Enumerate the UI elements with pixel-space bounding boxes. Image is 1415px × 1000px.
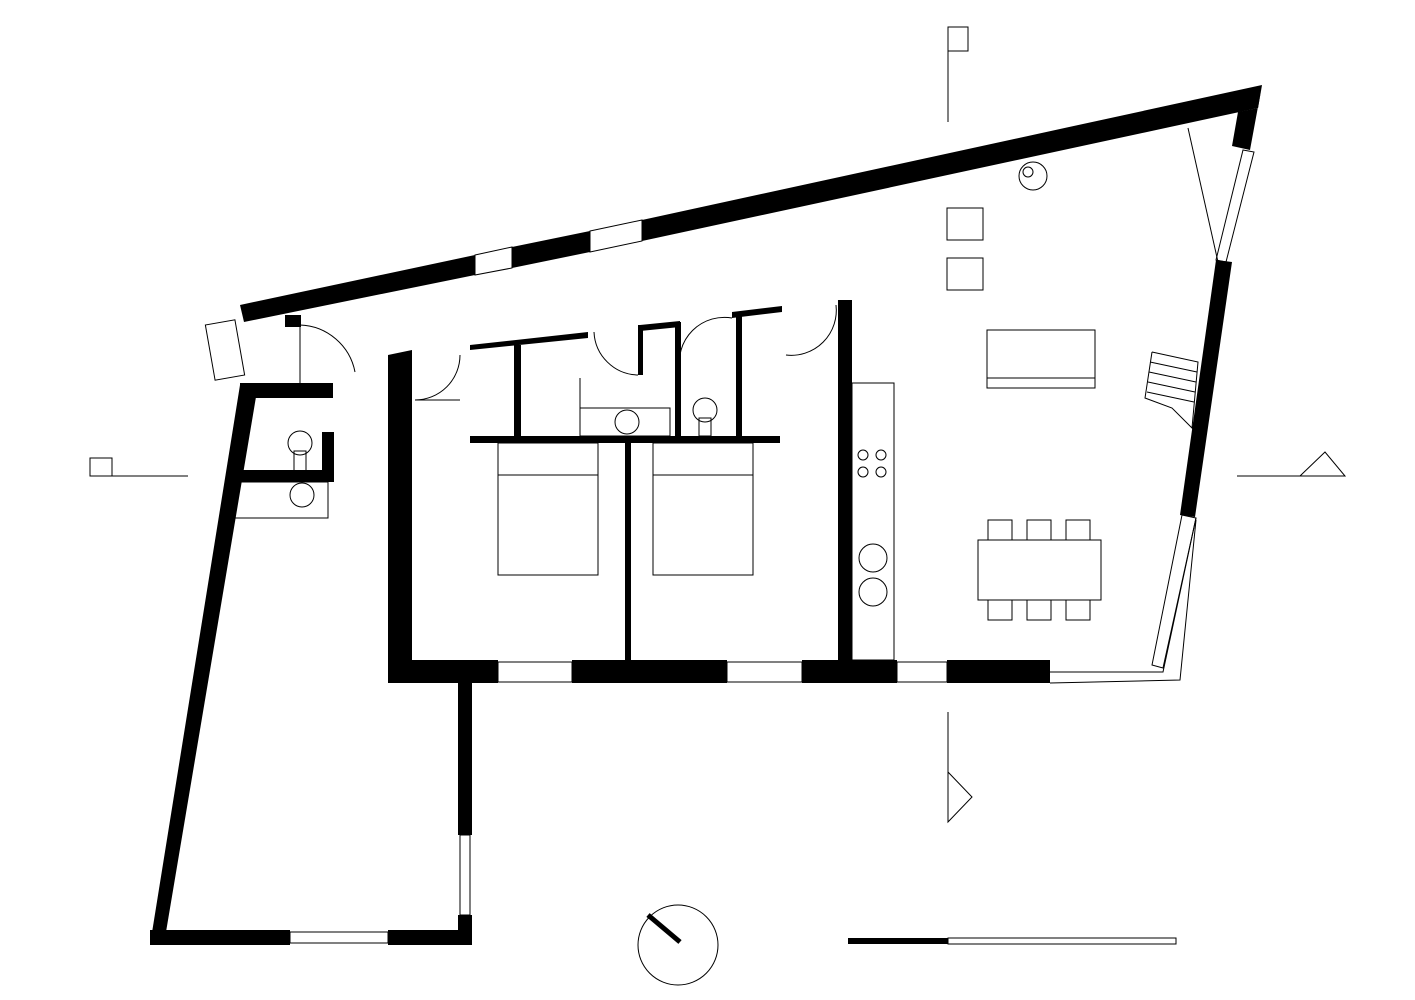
- window: [726, 661, 803, 683]
- door-swing: [678, 316, 733, 371]
- doors: [414, 304, 837, 401]
- kitchen-counter: [851, 382, 895, 661]
- glass-wall: [1151, 514, 1197, 669]
- bath-wall: [736, 315, 742, 437]
- closet-wall: [638, 325, 643, 375]
- entry-step: [204, 319, 246, 381]
- chair: [987, 519, 1013, 541]
- bottom-wall: [802, 660, 897, 683]
- closet-top-wall: [470, 332, 588, 350]
- sofa: [986, 329, 1096, 389]
- dining-table: [977, 539, 1102, 601]
- chair: [1026, 599, 1052, 621]
- left-wing-bottom-wall: [388, 930, 472, 945]
- chair: [1065, 519, 1091, 541]
- door-swing: [593, 331, 639, 376]
- glass-wall: [1215, 149, 1255, 263]
- window: [497, 661, 573, 683]
- hob: [875, 466, 887, 478]
- north-arrow-icon: [637, 904, 719, 986]
- section-marker-icon: [89, 457, 188, 477]
- stove: [1018, 161, 1048, 191]
- wc-sink: [227, 481, 329, 519]
- kitchen-sink: [858, 577, 888, 607]
- corridor-wall: [388, 350, 412, 683]
- bath-top-wall: [732, 306, 782, 318]
- stairs: [1144, 351, 1199, 430]
- furniture: [227, 161, 1199, 661]
- window: [474, 246, 513, 276]
- section-marker-icon: [947, 712, 973, 824]
- toilet: [692, 397, 718, 423]
- scale-bar-icon: [848, 937, 1177, 945]
- wc-wall: [322, 432, 334, 482]
- entry-wall: [240, 383, 333, 398]
- left-wing-bottom-wall: [150, 930, 290, 945]
- left-wing-outer-wall: [150, 385, 258, 945]
- window: [589, 219, 643, 253]
- armchair: [946, 257, 984, 291]
- hob: [875, 449, 887, 461]
- sink: [289, 482, 315, 508]
- bedroom-partition: [625, 440, 631, 660]
- door-swing: [785, 304, 837, 356]
- chair: [1026, 519, 1052, 541]
- glass-wall-line: [1187, 127, 1219, 263]
- hob: [857, 466, 869, 478]
- entry-wall: [285, 315, 301, 327]
- armchair: [946, 207, 984, 241]
- right-wall: [1180, 260, 1232, 517]
- window: [459, 834, 471, 916]
- bottom-wall: [388, 660, 498, 683]
- chair: [987, 599, 1013, 621]
- closet-wall: [470, 436, 780, 443]
- top-wall-segment: [512, 231, 590, 268]
- hob: [857, 449, 869, 461]
- door-swing: [414, 354, 461, 401]
- bathtub: [579, 407, 671, 437]
- terrace-line: [1050, 517, 1197, 673]
- annotations: [89, 26, 1347, 986]
- section-marker-icon: [1237, 451, 1347, 477]
- bed: [497, 442, 599, 576]
- bed: [652, 442, 754, 576]
- kitchen-sink: [858, 543, 888, 573]
- terrace-line: [1049, 519, 1197, 684]
- entry-door-swing: [299, 324, 356, 383]
- window: [289, 931, 389, 944]
- bottom-wall: [947, 660, 1050, 683]
- top-wall-segment: [642, 85, 1262, 241]
- top-wall-segment: [240, 255, 475, 322]
- left-wing-right-wall: [458, 915, 472, 945]
- bath-top-wall: [640, 321, 680, 331]
- left-wing-right-wall: [458, 683, 472, 835]
- sink: [614, 409, 640, 435]
- section-marker-icon: [947, 26, 969, 122]
- bottom-wall: [572, 660, 727, 683]
- stove-inner: [1022, 166, 1034, 178]
- toilet-tank: [698, 417, 712, 437]
- interior-walls: [232, 300, 852, 683]
- chair: [1065, 599, 1091, 621]
- kitchen-partition: [838, 300, 852, 660]
- toilet: [287, 430, 313, 456]
- window: [896, 661, 948, 683]
- right-corner-wall: [1232, 85, 1262, 150]
- closet-wall: [514, 345, 521, 437]
- toilet-tank: [293, 450, 307, 472]
- wc-wall: [232, 470, 332, 482]
- bath-wall: [675, 322, 681, 437]
- exterior-walls: [150, 85, 1262, 945]
